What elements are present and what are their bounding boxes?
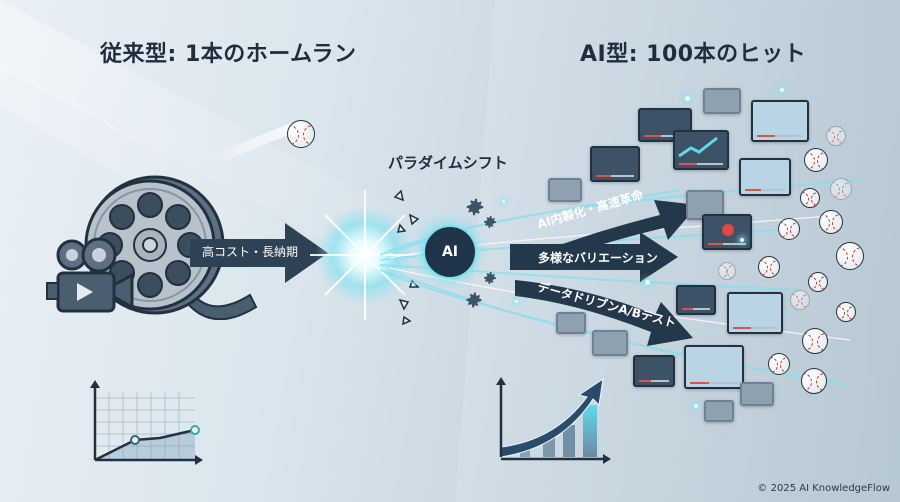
gear-icon	[484, 272, 496, 284]
video-person-thumbnail	[751, 100, 809, 142]
baseball-icon	[836, 302, 856, 322]
sparkle	[502, 200, 505, 203]
arrow-variations	[510, 232, 678, 282]
chart-thumbnail	[676, 285, 716, 315]
exponential-growth-bar-chart	[496, 377, 611, 464]
video-person-thumbnail	[739, 158, 791, 196]
left-arrow	[190, 223, 328, 283]
baseball-icon	[819, 210, 843, 234]
gear-icon	[466, 198, 484, 216]
baseball-icon	[826, 126, 846, 146]
baseball-icon	[758, 256, 780, 278]
video-thumbnail	[592, 330, 628, 356]
baseball-icon	[768, 353, 790, 375]
chart-thumbnail	[633, 355, 675, 387]
baseball-icon	[804, 148, 828, 172]
sparkle	[694, 404, 698, 408]
ai-brain-icon: AI	[423, 225, 477, 279]
arrow-ab-test	[515, 280, 693, 346]
right-title: AI型: 100本のヒット	[580, 42, 807, 67]
chart-thumbnail	[556, 312, 586, 334]
chart-thumbnail	[548, 178, 582, 202]
paradigm-shift-label: パラダイムシフト	[388, 154, 508, 172]
video-camera-icon	[46, 237, 134, 313]
burst-rays	[310, 189, 420, 325]
gear-icon	[484, 216, 496, 228]
copyright-text: © 2025 AI KnowledgeFlow	[757, 483, 890, 494]
baseball-icon	[808, 272, 828, 292]
baseball-icon	[830, 178, 852, 200]
chart-thumbnail	[673, 130, 729, 170]
sparkle	[780, 88, 784, 92]
video-thumbnail	[740, 382, 774, 406]
baseball-icon	[802, 328, 828, 354]
arrow-label-variations: 多様なバリエーション	[538, 251, 658, 265]
sparkle	[740, 238, 744, 242]
gear-icon	[466, 292, 482, 308]
left-arrow-label: 高コスト・長納期	[202, 245, 299, 259]
baseball-icon	[718, 262, 736, 280]
baseball-icon	[836, 242, 864, 270]
sparkle	[515, 300, 518, 303]
video-person-thumbnail	[684, 345, 744, 389]
video-person-thumbnail	[727, 292, 783, 334]
baseball-icon	[778, 218, 800, 240]
video-thumbnail	[704, 400, 734, 422]
slow-growth-line-chart	[90, 380, 203, 465]
left-title: 従来型: 1本のホームラン	[100, 42, 357, 67]
baseball-icon	[801, 368, 827, 394]
baseball-icon	[790, 290, 810, 310]
video-thumbnail	[703, 88, 741, 114]
sparkle	[685, 96, 690, 101]
baseball-icon	[287, 120, 315, 148]
ai-hub-label: AI	[441, 244, 459, 260]
video-thumbnail	[590, 146, 640, 182]
video-thumbnail	[702, 214, 752, 250]
baseball-icon	[800, 188, 820, 208]
sparkle	[645, 280, 650, 285]
